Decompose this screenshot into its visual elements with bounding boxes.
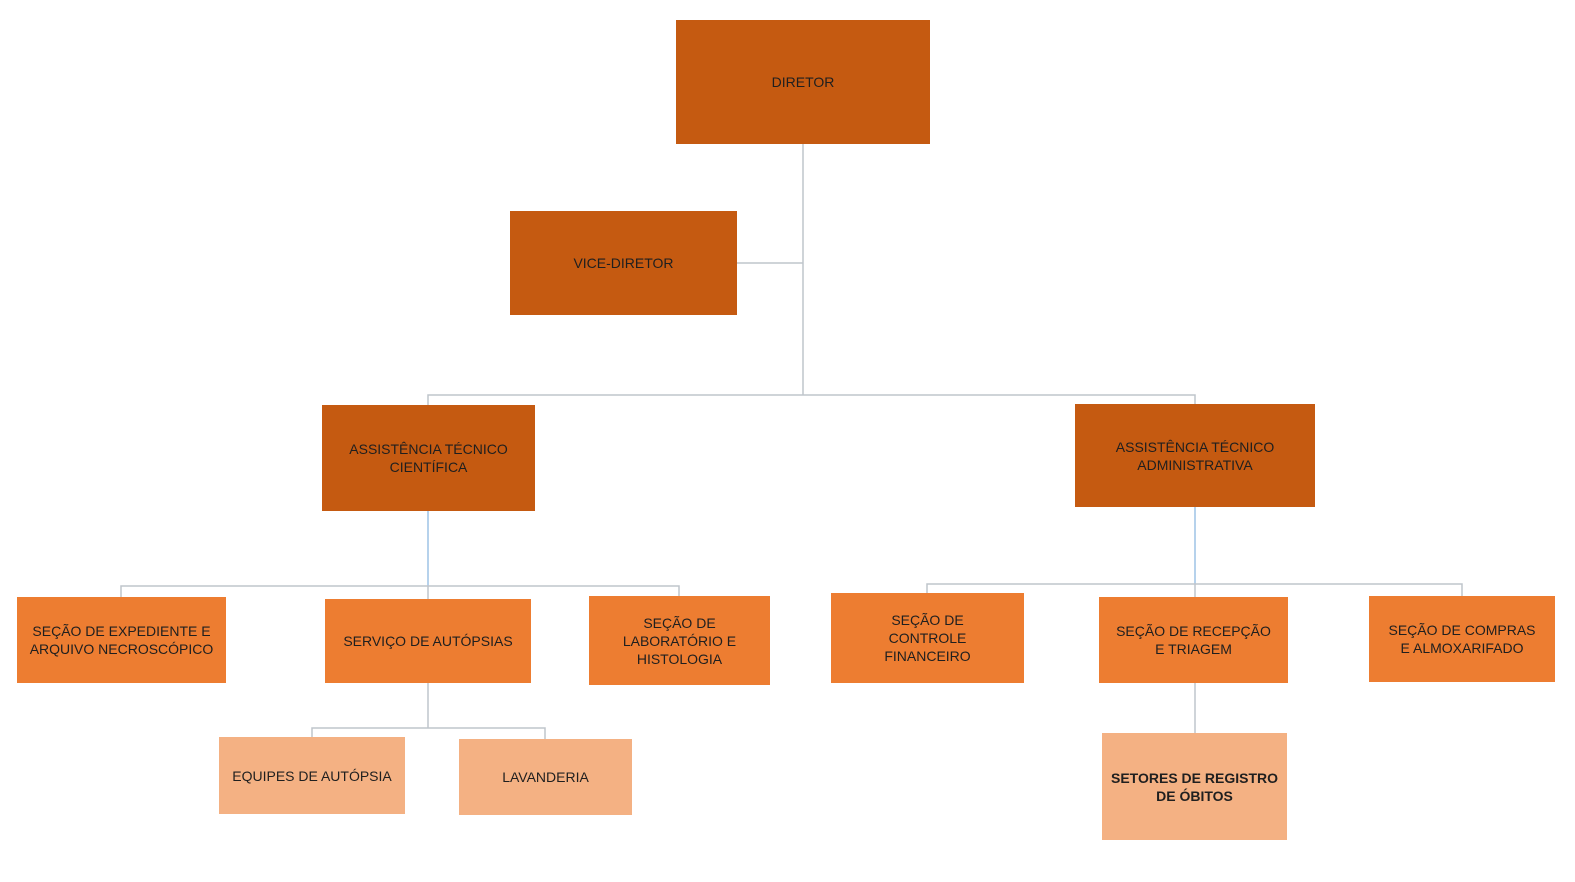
node-secao-compras-label: SEÇÃO DE COMPRAS E ALMOXARIFADO — [1388, 622, 1536, 656]
connector-autopsias-bus — [311, 727, 546, 739]
node-secao-expediente-label: SEÇÃO DE EXPEDIENTE E ARQUIVO NECROSCÓPI… — [29, 623, 214, 657]
node-vice-diretor[interactable]: VICE-DIRETOR — [510, 211, 737, 315]
node-assistencia-tecnico-administrativa[interactable]: ASSISTÊNCIA TÉCNICO ADMINISTRATIVA — [1075, 404, 1315, 507]
node-diretor-label: DIRETOR — [771, 74, 835, 90]
connector-cientifica-bus — [120, 585, 680, 597]
node-setores-registro-obitos[interactable]: SETORES DE REGISTRO DE ÓBITOS — [1102, 733, 1287, 840]
node-secao-recepcao-label: SEÇÃO DE RECEPÇÃO E TRIAGEM — [1116, 623, 1271, 657]
node-secao-expediente[interactable]: SEÇÃO DE EXPEDIENTE E ARQUIVO NECROSCÓPI… — [17, 597, 226, 683]
node-secao-controle-financeiro-label: SEÇÃO DE CONTROLE FINANCEIRO — [884, 612, 971, 664]
node-secao-compras[interactable]: SEÇÃO DE COMPRAS E ALMOXARIFADO — [1369, 596, 1555, 682]
node-setores-registro-obitos-label: SETORES DE REGISTRO DE ÓBITOS — [1111, 769, 1278, 804]
node-assistencia-tecnico-cientifica-label: ASSISTÊNCIA TÉCNICO CIENTÍFICA — [349, 441, 508, 475]
node-equipes-autopsia-label: EQUIPES DE AUTÓPSIA — [232, 767, 392, 784]
node-equipes-autopsia[interactable]: EQUIPES DE AUTÓPSIA — [219, 737, 405, 814]
node-lavanderia-label: LAVANDERIA — [502, 769, 589, 785]
node-lavanderia[interactable]: LAVANDERIA — [459, 739, 632, 815]
connector-level1-bus — [427, 394, 1196, 405]
node-diretor[interactable]: DIRETOR — [676, 20, 930, 144]
node-vice-diretor-label: VICE-DIRETOR — [573, 255, 674, 271]
node-assistencia-tecnico-administrativa-label: ASSISTÊNCIA TÉCNICO ADMINISTRATIVA — [1115, 438, 1275, 473]
node-assistencia-tecnico-cientifica[interactable]: ASSISTÊNCIA TÉCNICO CIENTÍFICA — [322, 405, 535, 511]
node-servico-autopsias-label: SERVIÇO DE AUTÓPSIAS — [343, 633, 513, 649]
node-secao-controle-financeiro[interactable]: SEÇÃO DE CONTROLE FINANCEIRO — [831, 593, 1024, 683]
node-secao-recepcao[interactable]: SEÇÃO DE RECEPÇÃO E TRIAGEM — [1099, 597, 1288, 683]
node-servico-autopsias[interactable]: SERVIÇO DE AUTÓPSIAS — [325, 599, 531, 683]
node-secao-laboratorio-label: SEÇÃO DE LABORATÓRIO E HISTOLOGIA — [622, 614, 737, 667]
node-secao-laboratorio[interactable]: SEÇÃO DE LABORATÓRIO E HISTOLOGIA — [589, 596, 770, 685]
